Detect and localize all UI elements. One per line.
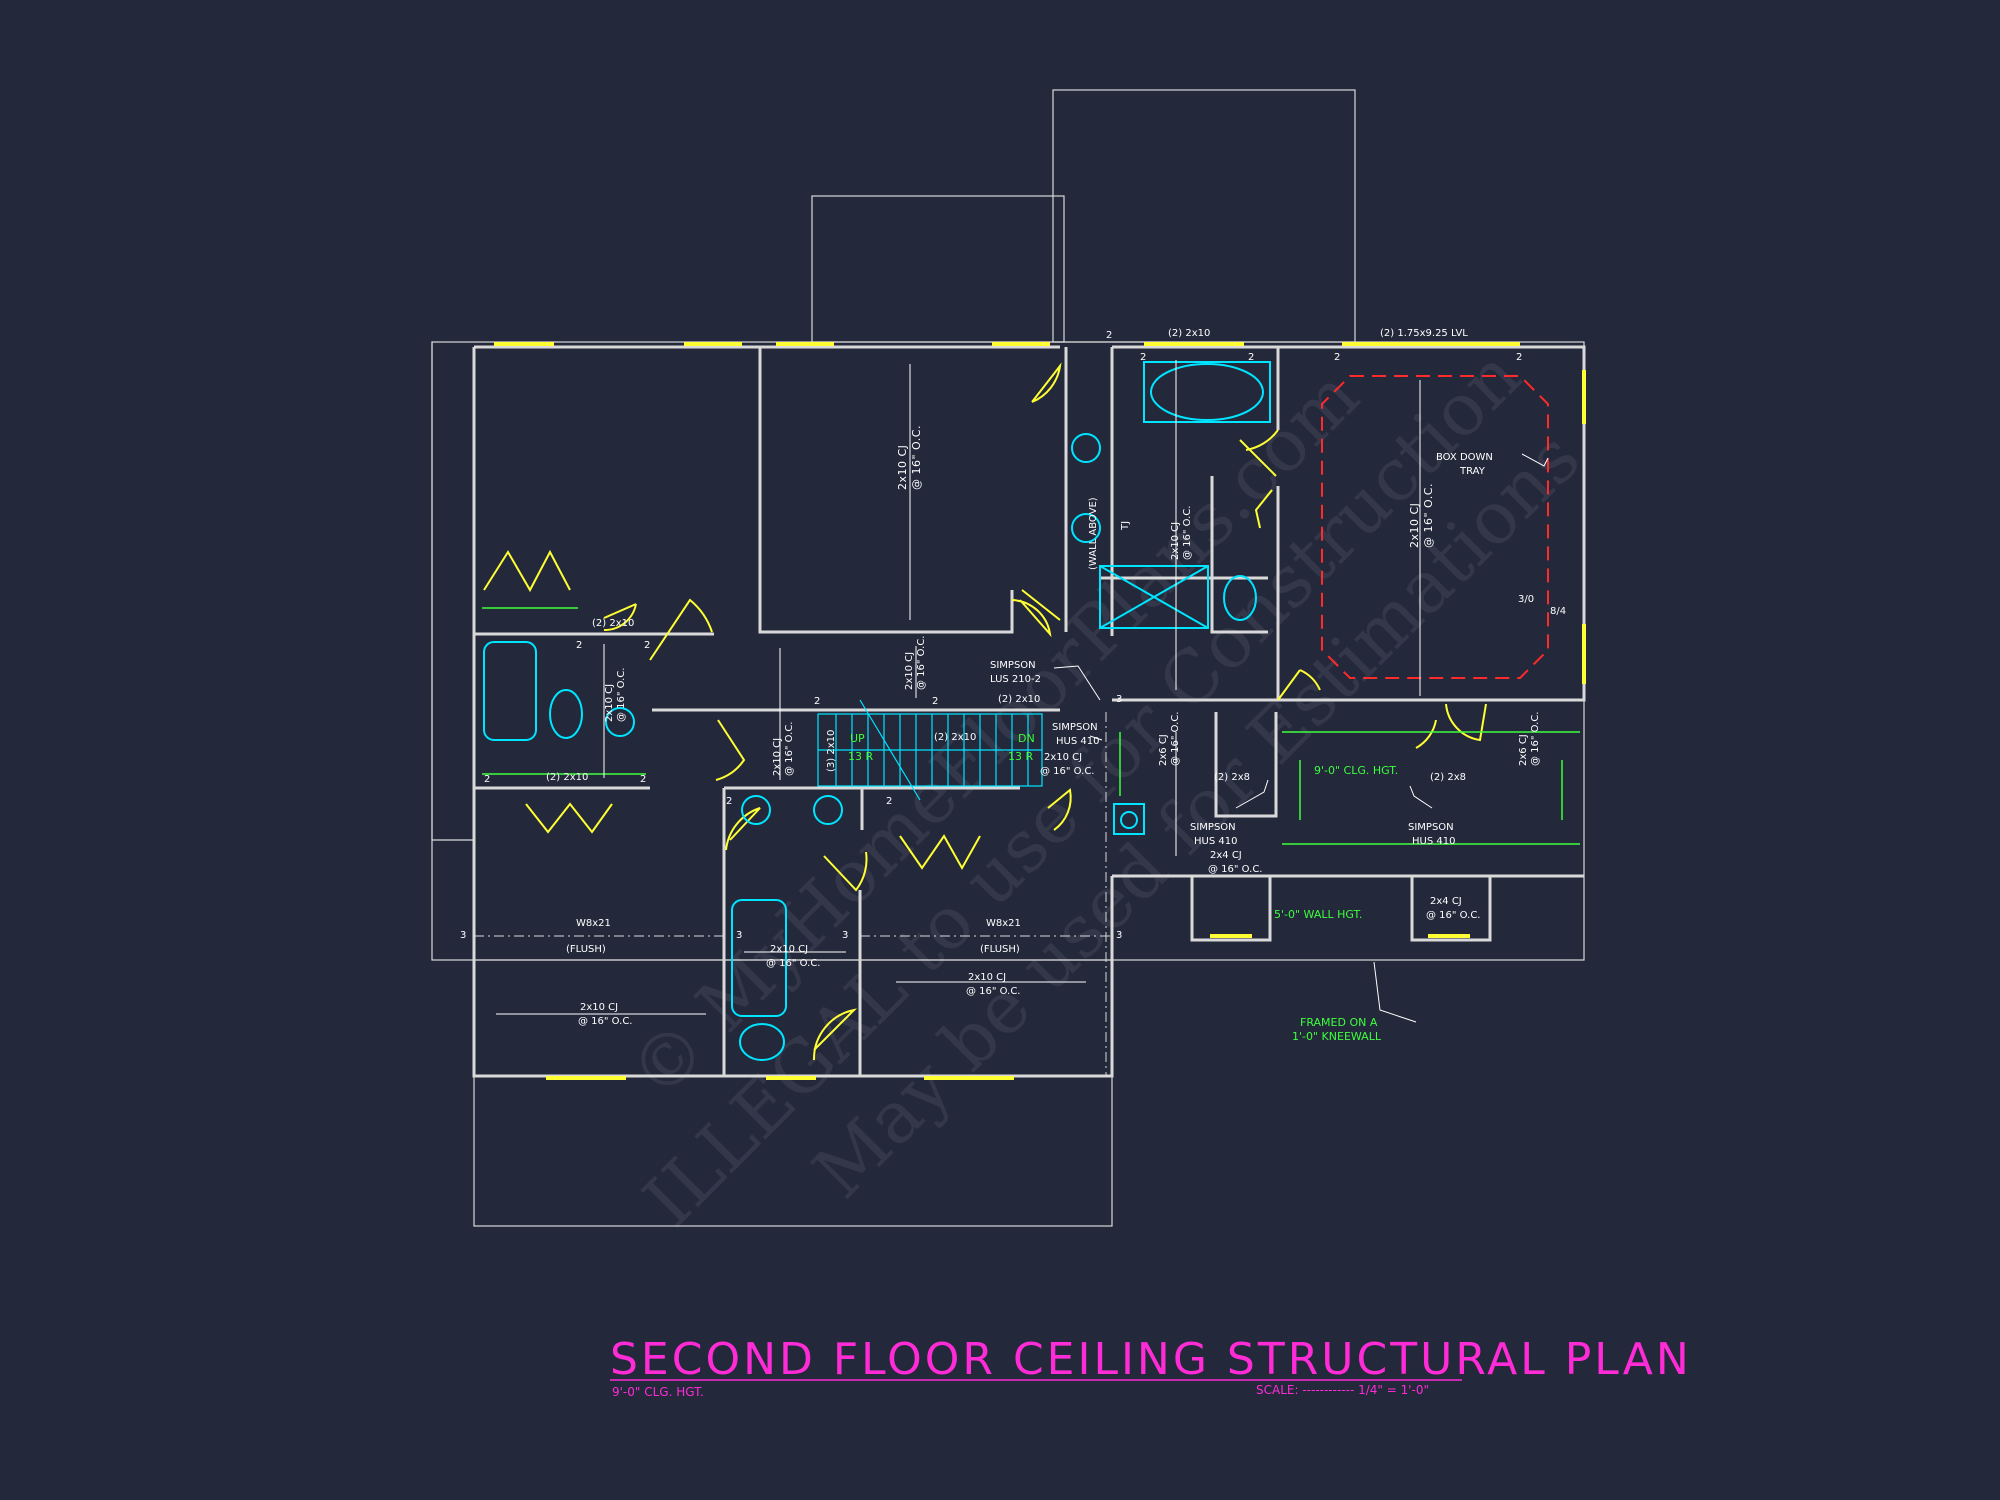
- label-cj-2x4-a: 2x4 CJ: [1210, 850, 1242, 861]
- plan-title: SECOND FLOOR CEILING STRUCTURAL PLAN: [610, 1334, 1692, 1385]
- label-framed-1: FRAMED ON A: [1300, 1016, 1378, 1029]
- label-num-2-b: 2: [1140, 352, 1146, 363]
- label-flush-a: (FLUSH): [566, 944, 606, 955]
- label-oc-mbath: @ 16" O.C.: [1182, 506, 1193, 561]
- label-oc-bath1: @ 16" O.C.: [616, 668, 627, 723]
- label-cj-2x6-b: 2x6 CJ: [1518, 734, 1529, 766]
- label-oc-2x6-a: @ 16" O.C.: [1170, 712, 1181, 767]
- label-simpson-hus-c: SIMPSON: [1408, 822, 1454, 833]
- label-num-2-i: 2: [932, 696, 938, 707]
- label-dbl-2x10-a: (2) 2x10: [592, 618, 634, 629]
- label-num-3-e: 3: [1116, 930, 1122, 941]
- label-dbl-2x8-b: (2) 2x8: [1430, 772, 1466, 783]
- label-num-3-d: 3: [842, 930, 848, 941]
- label-num-2-j: 2: [484, 774, 490, 785]
- label-beam-a: W8x21: [576, 918, 611, 929]
- label-dbl-2x10-c: (2) 2x10: [934, 732, 976, 743]
- label-13r-a: 13 R: [848, 750, 873, 763]
- label-tj: TJ: [1120, 521, 1131, 531]
- label-cj-stair: 2x10 CJ: [1044, 752, 1082, 763]
- fixtures: [483, 361, 1271, 1061]
- label-cj-bath2: 2x10 CJ: [770, 944, 808, 955]
- label-cj-mbath: 2x10 CJ: [1170, 522, 1181, 560]
- label-num-2-a: 2: [1106, 330, 1112, 341]
- label-dbl-2x8-a: (2) 2x8: [1214, 772, 1250, 783]
- label-oc-master: @ 16" O.C.: [1422, 483, 1435, 548]
- label-clg-hgt: 9'-0" CLG. HGT.: [1314, 764, 1398, 777]
- label-triple-2x10: (3) 2x10: [826, 730, 837, 772]
- label-oc-stair: @ 16" O.C.: [1040, 766, 1095, 777]
- label-wall-hgt: 5'-0" WALL HGT.: [1274, 908, 1362, 921]
- label-oc-closet: @ 16" O.C.: [784, 722, 795, 777]
- label-lus-210: LUS 210-2: [990, 674, 1041, 685]
- label-tray: TRAY: [1459, 466, 1486, 477]
- label-up: UP: [850, 732, 865, 745]
- label-simpson-hus-b: SIMPSON: [1190, 822, 1236, 833]
- label-num-2-d: 2: [1334, 352, 1340, 363]
- plan-labels: 2x10 CJ@ 16" O.C. 2x10 CJ@ 16" O.C. 2x10…: [460, 328, 1566, 1043]
- label-cj-2x6-a: 2x6 CJ: [1158, 734, 1169, 766]
- leaders: [1053, 453, 1549, 1023]
- label-box-down: BOX DOWN: [1436, 452, 1493, 463]
- label-num-3-a: 3: [1116, 694, 1122, 705]
- label-hus-410-c: HUS 410: [1412, 836, 1455, 847]
- label-simpson-hus-a: SIMPSON: [1052, 722, 1098, 733]
- label-cj-master: 2x10 CJ: [1408, 503, 1421, 548]
- label-cj-closet: 2x10 CJ: [772, 738, 783, 776]
- label-flush-b: (FLUSH): [980, 944, 1020, 955]
- title-clg-note: 9'-0" CLG. HGT.: [612, 1385, 704, 1399]
- label-oc-br2: @ 16" O.C.: [910, 425, 923, 490]
- label-framed-2: 1'-0" KNEEWALL: [1292, 1030, 1382, 1043]
- label-cj-br4: 2x10 CJ: [968, 972, 1006, 983]
- label-num-2-l: 2: [726, 796, 732, 807]
- label-dn: DN: [1018, 732, 1035, 745]
- label-oc-2x4-a: @ 16" O.C.: [1208, 864, 1263, 875]
- label-oc-hall: @ 16" O.C.: [916, 636, 927, 691]
- label-dbl-2x10-b: (2) 2x10: [546, 772, 588, 783]
- watermark: © MyHomeFloorPlans.com ILLEGAL to use fo…: [613, 333, 1595, 1242]
- label-num-3-c: 3: [736, 930, 742, 941]
- label-oc-bath2: @ 16" O.C.: [766, 958, 821, 969]
- label-oc-br4: @ 16" O.C.: [966, 986, 1021, 997]
- label-oc-br3: @ 16" O.C.: [578, 1016, 633, 1027]
- label-num-2-k: 2: [640, 774, 646, 785]
- joist-arrows: [496, 360, 1421, 1015]
- label-num-2-g: 2: [644, 640, 650, 651]
- title-scale: SCALE: ------------ 1/4" = 1'-0": [1256, 1383, 1429, 1397]
- label-wall-above: (WALL ABOVE): [1088, 497, 1099, 570]
- label-13r-b: 13 R: [1008, 750, 1033, 763]
- label-num-2-m: 2: [886, 796, 892, 807]
- label-num-2-e: 2: [1516, 352, 1522, 363]
- label-dbl-2x10-d: (2) 2x10: [998, 694, 1040, 705]
- label-pitch-b: 8/4: [1550, 606, 1566, 617]
- label-cj-br2: 2x10 CJ: [896, 445, 909, 490]
- label-cj-br3: 2x10 CJ: [580, 1002, 618, 1013]
- label-dbl-2x10-e: (2) 2x10: [1168, 328, 1210, 339]
- label-num-2-f: 2: [576, 640, 582, 651]
- tray-ceiling: [1321, 375, 1549, 679]
- ceiling-lines: [482, 607, 1580, 845]
- label-hus-410-a: HUS 410: [1056, 736, 1099, 747]
- label-oc-2x6-b: @ 16" O.C.: [1530, 712, 1541, 767]
- label-hus-410-b: HUS 410: [1194, 836, 1237, 847]
- beam-lines: [474, 712, 1112, 1076]
- label-simpson-lus: SIMPSON: [990, 660, 1036, 671]
- label-pitch-a: 3/0: [1518, 594, 1534, 605]
- label-cj-2x4-b: 2x4 CJ: [1430, 896, 1462, 907]
- label-cj-hall: 2x10 CJ: [904, 652, 915, 690]
- label-cj-bath1: 2x10 CJ: [604, 684, 615, 722]
- title-block: SECOND FLOOR CEILING STRUCTURAL PLAN 9'-…: [610, 1334, 1692, 1399]
- label-beam-b: W8x21: [986, 918, 1021, 929]
- label-lvl: (2) 1.75x9.25 LVL: [1380, 328, 1468, 339]
- label-num-2-h: 2: [814, 696, 820, 707]
- staircase: [817, 699, 1043, 801]
- doors: [483, 362, 1487, 1061]
- label-oc-2x4-b: @ 16" O.C.: [1426, 910, 1481, 921]
- label-num-3-b: 3: [460, 930, 466, 941]
- label-num-2-c: 2: [1248, 352, 1254, 363]
- windows: [494, 342, 1586, 1080]
